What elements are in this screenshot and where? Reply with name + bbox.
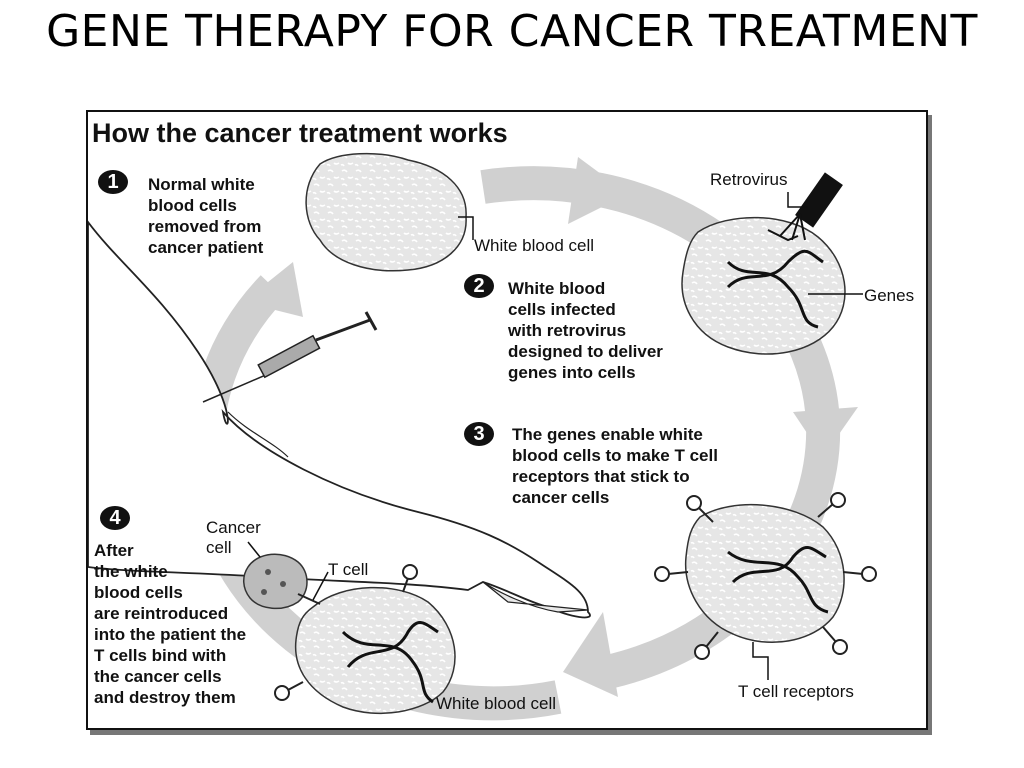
- step-1-line: blood cells: [148, 196, 237, 215]
- step-4-line: T cells bind with: [94, 646, 227, 665]
- leader-retrovirus: [787, 192, 808, 208]
- label-cancer-cell: Cancer cell: [206, 518, 261, 558]
- step-2-line: cells infected: [508, 300, 616, 319]
- arrow-head-top: [568, 157, 628, 224]
- step-1-text: Normal white blood cells removed from ca…: [148, 174, 263, 258]
- step-4-number: 4: [100, 506, 130, 530]
- step-1-line: Normal white: [148, 175, 255, 194]
- step-1-line: removed from: [148, 217, 262, 236]
- syringe-icon: [202, 311, 378, 403]
- step-4-line: the cancer cells: [94, 667, 222, 686]
- step-3-line: receptors that stick to: [512, 467, 690, 486]
- label-genes: Genes: [864, 286, 915, 305]
- receptor-cell: [654, 492, 877, 660]
- step-2-line: designed to deliver: [508, 342, 663, 361]
- leader-white-blood-cell-top: [458, 216, 474, 240]
- label-t-cell-receptors: T cell receptors: [738, 682, 854, 701]
- label-cancer-cell-line: Cancer: [206, 518, 261, 537]
- step-2-line: genes into cells: [508, 363, 636, 382]
- step-4-line: are reintroduced: [94, 604, 229, 623]
- retrovirus-icon: [767, 172, 843, 242]
- arrow-head-right: [793, 407, 858, 457]
- arrow-head-left: [243, 262, 303, 317]
- label-retrovirus: Retrovirus: [710, 170, 788, 189]
- step-3-line: cancer cells: [512, 488, 610, 507]
- step-4-line: After: [94, 541, 134, 560]
- arm-illustration: [88, 220, 591, 619]
- white-blood-cell-bottom: [274, 564, 456, 715]
- diagram-panel: How the cancer treatment works 1 Normal …: [86, 110, 928, 730]
- cancer-cell: [243, 553, 321, 610]
- step-4-line: the white: [94, 562, 168, 581]
- slide-title-text: GENE THERAPY FOR CANCER TREATMENT: [46, 6, 978, 57]
- leader-t-cell: [312, 571, 329, 601]
- label-white-blood-cell-top: White blood cell: [474, 236, 595, 255]
- diagram-artwork: [88, 152, 877, 721]
- white-blood-cell-top: [305, 152, 467, 272]
- arrow-head-bottom: [563, 612, 618, 697]
- step-2-line: with retrovirus: [508, 321, 627, 340]
- label-t-cell: T cell: [328, 560, 369, 579]
- step-4-line: and destroy them: [94, 688, 236, 707]
- step-3-text: The genes enable white blood cells to ma…: [512, 424, 718, 508]
- leader-t-cell-receptors: [752, 642, 769, 680]
- step-1-line: cancer patient: [148, 238, 264, 257]
- step-2-number: 2: [464, 274, 494, 298]
- slide-title: GENE THERAPY FOR CANCER TREATMENT: [0, 6, 1024, 58]
- label-cancer-cell-line: cell: [206, 538, 232, 557]
- step-4-line: into the patient the: [94, 625, 247, 644]
- panel-heading: How the cancer treatment works: [92, 118, 508, 148]
- step-3-number: 3: [464, 422, 494, 446]
- infected-cell: [681, 216, 846, 355]
- leader-cancer-cell: [247, 541, 261, 558]
- step-3-line: The genes enable white: [512, 425, 703, 444]
- step-2-text: White blood cells infected with retrovir…: [508, 278, 663, 383]
- step-2-line: White blood: [508, 279, 606, 298]
- step-1-number: 1: [98, 170, 128, 194]
- step-3-line: blood cells to make T cell: [512, 446, 718, 465]
- step-4-text: After the white blood cells are reintrod…: [94, 540, 246, 708]
- label-white-blood-cell-bottom: White blood cell: [436, 694, 557, 713]
- step-4-line: blood cells: [94, 583, 183, 602]
